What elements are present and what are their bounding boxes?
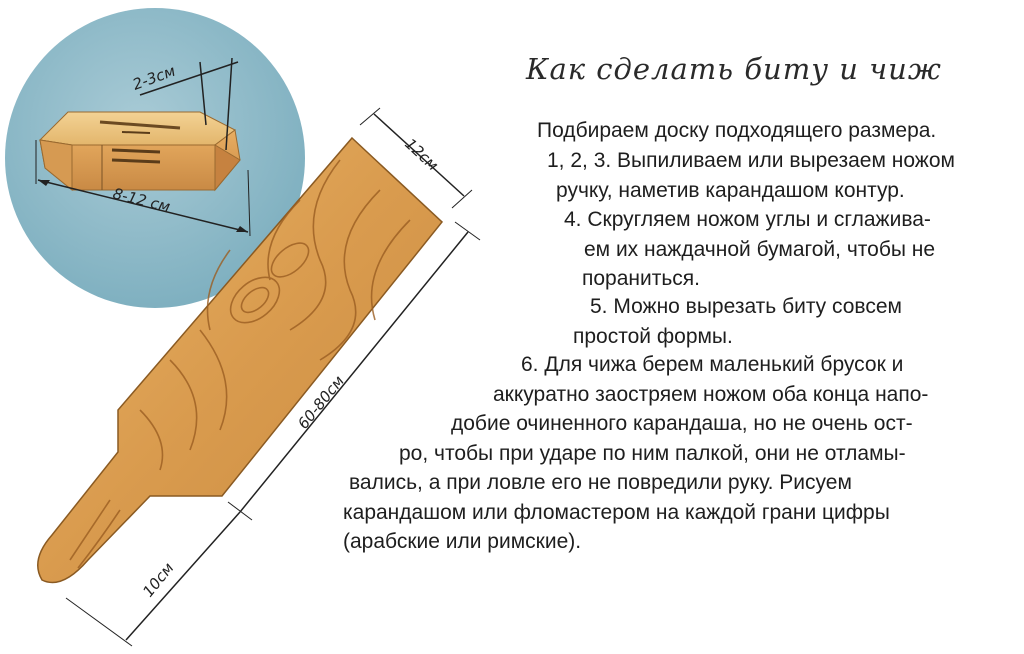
step-1-3: 1, 2, 3. Выпиливаем или вырезаем ножом р… [547,146,955,205]
text-line: аккуратно заостряем ножом оба конца напо… [493,382,929,406]
text-line: 1, 2, 3. Выпиливаем или вырезаем ножом [547,149,955,172]
step-5: 5. Можно вырезать биту совсем простой фо… [573,292,902,351]
chizh-inset: 2-3см 8-12 см [5,8,305,308]
wood-grain [69,159,411,569]
step-6: 6. Для чижа берем маленький брусок и акк… [343,350,928,557]
text-line: вались, а при ловле его не повредили рук… [349,471,852,494]
text-line: ем их наждачной бумагой, чтобы не [584,237,936,261]
text-line: добие очиненного карандаша, но не очень … [451,412,913,435]
text-line: ро, чтобы при ударе по ним палкой, они н… [399,441,906,465]
text-line: пораниться. [582,267,701,290]
bat-body [37,136,444,584]
bat [37,136,444,584]
text-line: 5. Можно вырезать биту совсем [590,295,902,318]
bat-width-label: 12см [401,135,442,175]
text-line: простой формы. [573,324,733,348]
text-line: (арабские или римские). [343,530,582,553]
text-line: 6. Для чижа берем маленький брусок и [521,353,904,376]
step-4: 4. Скругляем ножом углы и сглажива- ем и… [564,205,935,294]
step-intro: Подбираем доску подходящего размера. [537,116,936,146]
text-line: карандашом или фломастером на каждой гра… [343,500,890,524]
page-title: Как сделать биту и чиж [526,52,942,86]
text-line: ручку, наметив карандашом контур. [556,178,905,202]
text-line: Подбираем доску подходящего размера. [537,119,937,142]
chizh-block [38,111,241,192]
handle-length-label: 10см [139,559,177,600]
text-line: 4. Скругляем ножом углы и сглажива- [564,208,931,231]
